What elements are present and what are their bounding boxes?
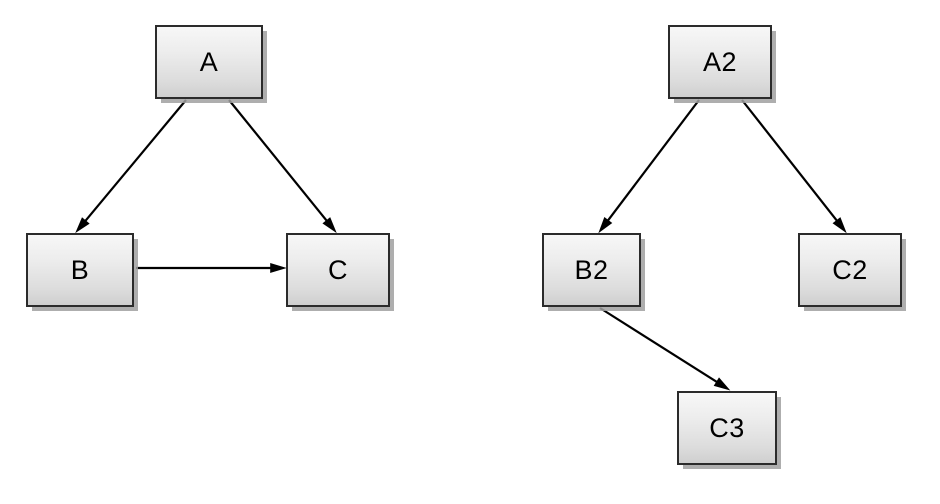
- arrowhead-icon: [832, 217, 847, 234]
- arrowhead-icon: [75, 217, 90, 234]
- node-c2[interactable]: C2: [798, 233, 902, 307]
- edge-a2-to-c2: [741, 99, 847, 234]
- node-label: C: [328, 254, 348, 285]
- edge-line: [77, 99, 187, 231]
- edge-line: [228, 99, 335, 231]
- node-label: A2: [702, 46, 738, 77]
- node-b[interactable]: B: [26, 233, 134, 307]
- node-c3[interactable]: C3: [677, 391, 777, 465]
- node-label: C2: [832, 254, 868, 285]
- edge-b2-to-c3: [599, 307, 731, 391]
- arrowhead-icon: [713, 377, 731, 391]
- node-label: A: [199, 46, 219, 77]
- node-label: B2: [574, 254, 609, 285]
- arrowhead-icon: [270, 263, 287, 273]
- arrowhead-icon: [322, 217, 337, 234]
- edge-b-to-c: [136, 263, 287, 273]
- node-a[interactable]: A: [155, 25, 263, 99]
- node-a2[interactable]: A2: [668, 25, 772, 99]
- edge-a2-to-b2: [598, 99, 700, 234]
- edge-line: [599, 307, 727, 389]
- node-label: B: [70, 254, 90, 285]
- node-b2[interactable]: B2: [542, 233, 641, 307]
- edge-a-to-b: [75, 99, 187, 234]
- node-label: C3: [709, 412, 745, 443]
- node-c[interactable]: C: [286, 233, 390, 307]
- edge-line: [741, 99, 845, 231]
- edge-a-to-c: [228, 99, 337, 234]
- edge-line: [600, 99, 700, 231]
- arrowhead-icon: [598, 216, 613, 234]
